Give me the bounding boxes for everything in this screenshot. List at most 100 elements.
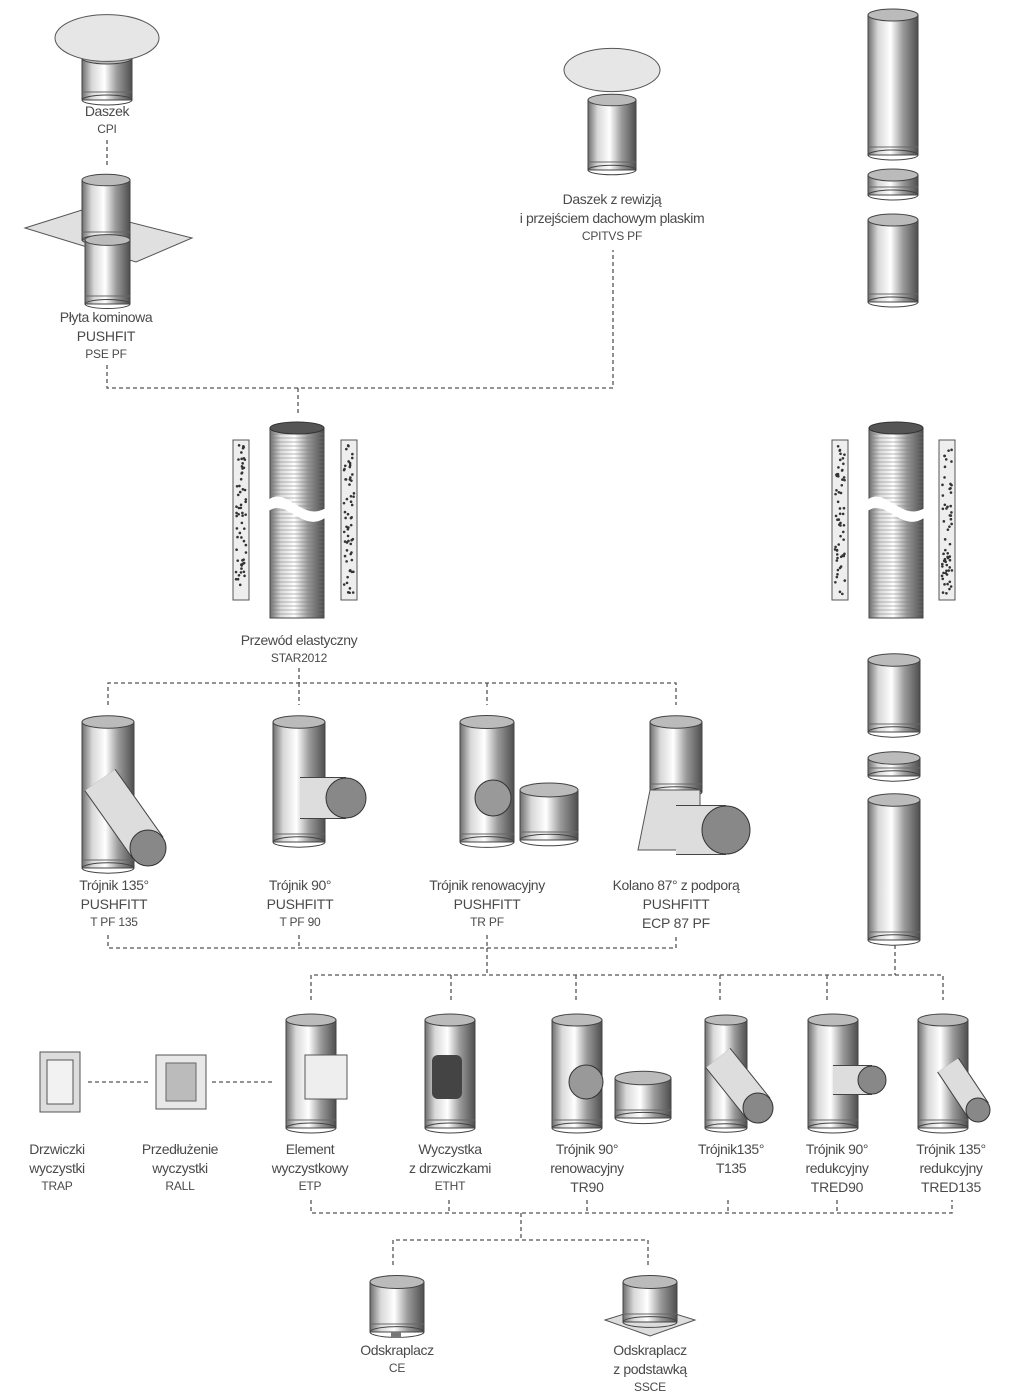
cpi-cap-image (55, 15, 159, 105)
part-name: Trójnik 135° (79, 876, 149, 895)
label-tee: Kolano 87° z podporąPUSHFITTECP 87 PF (613, 876, 740, 933)
label-ce: OdskraplaczCE (360, 1341, 433, 1377)
cpitvs-cap-image (564, 48, 660, 174)
part-code: STAR2012 (241, 650, 358, 667)
part-name-2: z drzwiczkami (409, 1159, 491, 1178)
part-name-2: redukcyjny (916, 1159, 986, 1178)
part-code: RALL (142, 1178, 218, 1195)
elbow87-image (638, 716, 750, 854)
connector-line (107, 250, 613, 388)
label-flex: Przewód elastyczny STAR2012 (241, 631, 358, 667)
label-cpi: Daszek CPI (85, 102, 129, 138)
part-name: Trójnik 90° (267, 876, 334, 895)
part-name: Daszek (85, 102, 129, 121)
tee135-pf-image (82, 716, 166, 873)
part-name-2: renowacyjny (550, 1159, 623, 1178)
part-name: Kolano 87° z podporą (613, 876, 740, 895)
label-bottom: ElementwyczystkowyETP (272, 1140, 349, 1195)
part-system: PUSHFITT (429, 895, 545, 914)
label-pse: Płyta kominowa PUSHFIT PSE PF (60, 308, 152, 363)
part-system: PUSHFITT (79, 895, 149, 914)
etp-element-image (286, 1014, 347, 1133)
part-name: Trójnik 90° (550, 1140, 623, 1159)
part-name: Przedłużenie (142, 1140, 218, 1159)
part-name-2: wyczystki (142, 1159, 218, 1178)
part-code: SSCE (613, 1379, 686, 1396)
flex-main-image (233, 422, 357, 618)
connector-line (311, 1200, 952, 1213)
t135-element-image (705, 1015, 773, 1132)
part-name: Wyczystka (409, 1140, 491, 1159)
label-bottom: Wyczystkaz drzwiczkamiETHT (409, 1140, 491, 1195)
part-code: PSE PF (60, 346, 152, 363)
parts (25, 9, 990, 1338)
part-name: Trójnik 90° (806, 1140, 869, 1159)
trap-door-image (40, 1052, 80, 1112)
pipe-top-right-image (868, 9, 918, 160)
pipe-right-image (868, 794, 920, 945)
connector-line (108, 683, 676, 705)
adapter-top-right-image (868, 214, 918, 307)
part-name-2: T135 (698, 1159, 764, 1178)
part-name: Odskraplacz (360, 1341, 433, 1360)
part-code: T PF 90 (267, 914, 334, 931)
part-name-2: z podstawką (613, 1360, 686, 1379)
part-name-2: redukcyjny (806, 1159, 869, 1178)
tee-reno-pf-image (460, 716, 578, 848)
part-name: Odskraplacz (613, 1341, 686, 1360)
ssce-condensate-image (605, 1276, 695, 1336)
connector-line (108, 935, 676, 948)
part-name: Trójnik 135° (916, 1140, 986, 1159)
part-name: Trójnik135° (698, 1140, 764, 1159)
connector-line (311, 975, 943, 1000)
label-bottom: Trójnik 135°redukcyjnyTRED135 (916, 1140, 986, 1197)
pse-plate-image (25, 174, 192, 308)
label-bottom: Trójnik 90°renowacyjnyTR90 (550, 1140, 623, 1197)
part-name: Płyta kominowa (60, 308, 152, 327)
adapter-right-image (868, 654, 920, 737)
part-name: Przewód elastyczny (241, 631, 358, 650)
label-bottom: DrzwiczkiwyczystkiTRAP (29, 1140, 85, 1195)
clamp-top-image (868, 169, 918, 200)
label-tee: Trójnik renowacyjnyPUSHFITTTR PF (429, 876, 545, 931)
part-name-2: wyczystkowy (272, 1159, 349, 1178)
part-code: CE (360, 1360, 433, 1377)
label-bottom: Trójnik135°T135 (698, 1140, 764, 1178)
rall-extension-image (156, 1055, 206, 1109)
part-system: PUSHFITT (267, 895, 334, 914)
part-name: Daszek z rewizją (520, 190, 704, 209)
label-bottom: PrzedłużeniewyczystkiRALL (142, 1140, 218, 1195)
part-code: TR90 (550, 1178, 623, 1197)
part-code: ECP 87 PF (613, 914, 740, 933)
part-system: PUSHFIT (60, 327, 152, 346)
part-name: Drzwiczki (29, 1140, 85, 1159)
part-code: TR PF (429, 914, 545, 931)
label-tee: Trójnik 135°PUSHFITTT PF 135 (79, 876, 149, 931)
part-name: Element (272, 1140, 349, 1159)
etht-element-image (425, 1014, 475, 1133)
part-code: ETP (272, 1178, 349, 1195)
ce-condensate-image (370, 1276, 424, 1338)
label-ssce: Odskraplaczz podstawkąSSCE (613, 1341, 686, 1396)
part-system: PUSHFITT (613, 895, 740, 914)
part-name-2: i przejściem dachowym plaskim (520, 209, 704, 228)
tred90-element-image (808, 1014, 886, 1133)
label-bottom: Trójnik 90°redukcyjnyTRED90 (806, 1140, 869, 1197)
part-code: CPITVS PF (520, 228, 704, 245)
part-code: ETHT (409, 1178, 491, 1195)
part-name: Trójnik renowacyjny (429, 876, 545, 895)
part-code: CPI (85, 121, 129, 138)
clamp-right-image (868, 752, 920, 781)
label-cpitvs: Daszek z rewizją i przejściem dachowym p… (520, 190, 704, 245)
part-code: TRAP (29, 1178, 85, 1195)
flex-right-image (832, 422, 955, 618)
tee90-pf-image (273, 716, 366, 847)
connector-line (393, 1240, 648, 1265)
tr90-element-image (552, 1014, 671, 1133)
tred135-element-image (918, 1014, 990, 1133)
part-name-2: wyczystki (29, 1159, 85, 1178)
part-code: T PF 135 (79, 914, 149, 931)
part-code: TRED135 (916, 1178, 986, 1197)
part-code: TRED90 (806, 1178, 869, 1197)
